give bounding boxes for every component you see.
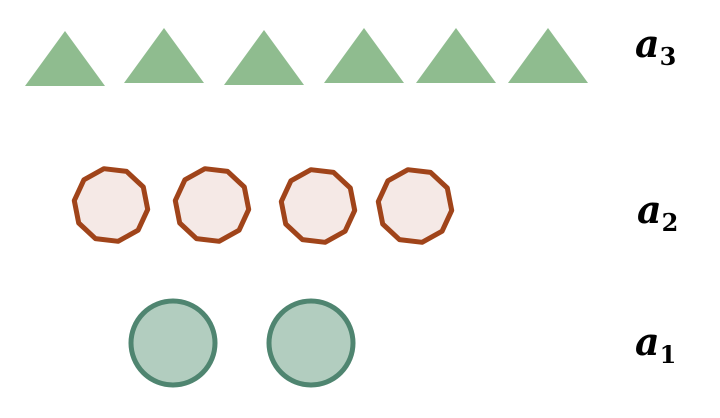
row-label-a1: a1 [635,319,676,369]
decagon-group [71,166,455,245]
decagon-shape [172,166,252,244]
decagon-shape [375,167,455,245]
triangle-group [25,28,588,86]
decagon-shape [278,167,358,245]
circle-shape [128,298,218,388]
row-a1: a1 [128,298,676,388]
triangle-shape [508,28,588,83]
triangle-shape [324,28,404,83]
triangle-shape [416,28,496,83]
circle-shape [266,298,356,388]
circle-group [128,298,356,388]
row-label-a2: a2 [637,187,678,237]
row-label-a3: a3 [635,21,676,71]
triangle-shape [124,28,204,83]
triangle-shape [25,31,105,86]
triangle-shape [224,30,304,85]
decagon-shape [71,166,151,244]
row-a3: a3 [25,21,676,86]
row-a2: a2 [71,166,678,245]
